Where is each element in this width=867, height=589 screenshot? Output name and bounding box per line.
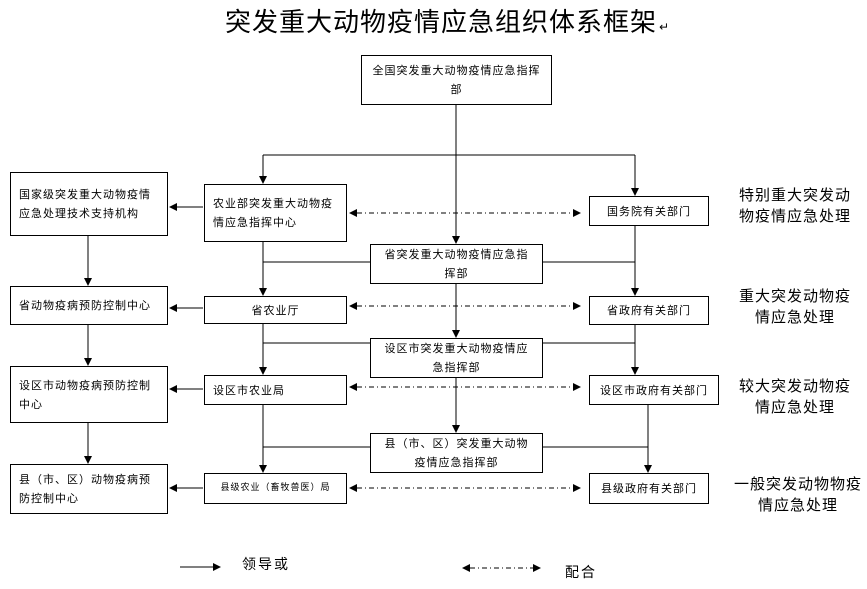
node-national-tech-label: 国家级突发重大动物疫情应急处理技术支持机构 — [19, 188, 151, 220]
node-city-cdc-label: 设区市动物疫病预防控制中心 — [19, 378, 151, 411]
node-city-agri: 设区市农业局 — [204, 375, 347, 405]
node-city-agri-label: 设区市农业局 — [213, 383, 285, 397]
title-text: 突发重大动物疫情应急组织体系框架 — [225, 8, 658, 38]
level-label-4: 一般突发动物物疫情应急处理 — [734, 475, 863, 514]
node-provincial-hq-label: 省突发重大动物疫情应急指挥部 — [384, 248, 529, 280]
coop-head-3 — [349, 383, 357, 391]
legend-coop-label: 配合 — [565, 565, 597, 581]
node-national-tech: 国家级突发重大动物疫情应急处理技术支持机构 — [10, 172, 168, 236]
node-county-cdc-label: 县（市、区）动物疫病预防控制中心 — [19, 473, 151, 505]
node-county-cdc: 县（市、区）动物疫病预防控制中心 — [10, 464, 168, 514]
node-city-hq: 设区市突发重大动物疫情应急指挥部 — [370, 338, 543, 378]
page-title: 突发重大动物疫情应急组织体系框架↵ — [225, 2, 695, 39]
node-city-hq-label: 设区市突发重大动物疫情应急指挥部 — [384, 342, 529, 374]
node-state-council-label: 国务院有关部门 — [607, 204, 691, 218]
node-county-agri-label: 县级农业（畜牧兽医）局 — [220, 483, 331, 493]
node-moa-center: 农业部突发重大动物疫情应急指挥中心 — [204, 184, 347, 242]
level-label-3: 较大突发动物疫情应急处理 — [738, 377, 851, 416]
node-county-hq: 县（市、区）突发重大动物疫情应急指挥部 — [370, 433, 543, 473]
node-provincial-gov: 省政府有关部门 — [589, 296, 709, 325]
node-county-agri: 县级农业（畜牧兽医）局 — [204, 473, 347, 504]
node-provincial-cdc-label: 省动物疫病预防控制中心 — [19, 299, 151, 312]
node-provincial-agri-label: 省农业厅 — [251, 303, 300, 317]
node-national-hq-label: 全国突发重大动物疫情应急指挥部 — [372, 64, 541, 96]
coop-head-4 — [349, 484, 357, 492]
node-provincial-agri: 省农业厅 — [204, 296, 347, 324]
legend-coop-head — [462, 564, 470, 572]
node-city-gov-label: 设区市政府有关部门 — [600, 383, 708, 397]
level-label-1: 特别重大突发动物疫情应急处理 — [738, 186, 851, 225]
node-city-cdc: 设区市动物疫病预防控制中心 — [10, 366, 168, 423]
node-city-gov: 设区市政府有关部门 — [589, 375, 719, 405]
node-moa-center-label: 农业部突发重大动物疫情应急指挥中心 — [213, 197, 333, 229]
node-provincial-cdc: 省动物疫病预防控制中心 — [10, 286, 168, 325]
node-national-hq: 全国突发重大动物疫情应急指挥部 — [361, 55, 552, 105]
paragraph-mark-icon: ↵ — [659, 20, 671, 34]
level-label-2: 重大突发动物疫情应急处理 — [738, 287, 851, 326]
coop-head-1 — [349, 209, 357, 217]
node-county-hq-label: 县（市、区）突发重大动物疫情应急指挥部 — [384, 437, 529, 469]
node-provincial-gov-label: 省政府有关部门 — [607, 304, 691, 317]
node-provincial-hq: 省突发重大动物疫情应急指挥部 — [370, 244, 543, 284]
node-county-gov-label: 县级政府有关部门 — [601, 482, 697, 495]
node-state-council: 国务院有关部门 — [589, 196, 709, 226]
node-county-gov: 县级政府有关部门 — [589, 473, 709, 504]
coop-head-2 — [349, 302, 357, 310]
legend-lead-label: 领导或 — [242, 557, 290, 573]
